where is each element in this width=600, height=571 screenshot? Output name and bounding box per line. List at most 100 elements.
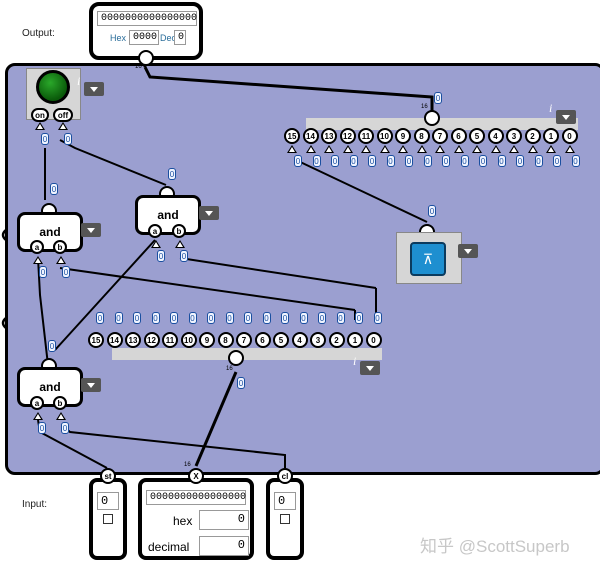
cl-value-field[interactable]: 0 bbox=[274, 492, 296, 510]
top-splitter-bit[interactable]: 14 bbox=[302, 128, 319, 144]
key-dropdown[interactable] bbox=[458, 244, 478, 258]
and-gate-2[interactable]: and bbox=[135, 195, 201, 235]
top-splitter-bit[interactable]: 9 bbox=[395, 128, 411, 144]
top-splitter-info-icon[interactable]: i bbox=[549, 101, 553, 115]
wire-value: 0 bbox=[571, 155, 580, 167]
output-hex-label: Hex bbox=[110, 33, 127, 43]
middle-splitter-bit[interactable]: 11 bbox=[162, 332, 178, 348]
middle-splitter-bit[interactable]: 2 bbox=[328, 332, 345, 348]
wire-value: 0 bbox=[442, 155, 450, 167]
middle-splitter-bit[interactable]: 15 bbox=[88, 332, 104, 348]
middle-splitter-bit[interactable]: 6 bbox=[254, 332, 271, 348]
top-splitter-dropdown[interactable] bbox=[556, 110, 576, 124]
middle-splitter-bar bbox=[112, 348, 382, 360]
and3-dropdown[interactable] bbox=[81, 378, 101, 392]
and1-input-b[interactable]: b bbox=[53, 240, 67, 254]
top-splitter-bit[interactable]: 10 bbox=[376, 128, 393, 144]
middle-splitter-dropdown[interactable] bbox=[360, 361, 380, 375]
x-hex-field[interactable]: 0 bbox=[199, 510, 249, 530]
and3-input-b[interactable]: b bbox=[53, 396, 67, 410]
middle-splitter-bit[interactable]: 8 bbox=[217, 332, 234, 348]
top-splitter-bit[interactable]: 5 bbox=[469, 128, 485, 144]
key-button[interactable]: ⊼ bbox=[410, 242, 446, 276]
top-splitter-port[interactable] bbox=[424, 110, 440, 126]
st-checkbox[interactable] bbox=[103, 514, 113, 524]
top-splitter-bit[interactable]: 7 bbox=[432, 128, 448, 144]
and-gate-1[interactable]: and bbox=[17, 212, 83, 252]
middle-splitter-bit[interactable]: 13 bbox=[125, 332, 141, 348]
top-splitter-bit[interactable]: 8 bbox=[413, 128, 430, 144]
middle-splitter-bit[interactable]: 14 bbox=[106, 332, 123, 348]
middle-splitter-bit[interactable]: 1 bbox=[347, 332, 363, 348]
led-indicator bbox=[36, 70, 70, 104]
pin-triangle bbox=[416, 145, 427, 153]
and-gate-3[interactable]: and bbox=[17, 367, 83, 407]
cl-checkbox[interactable] bbox=[280, 514, 290, 524]
pin-triangle bbox=[527, 145, 538, 153]
pin-triangle bbox=[324, 145, 334, 153]
and2-dropdown[interactable] bbox=[199, 206, 219, 220]
middle-splitter-bit[interactable]: 10 bbox=[180, 332, 197, 348]
wire-value: 0 bbox=[423, 155, 432, 167]
pin-triangle bbox=[546, 145, 556, 153]
wire-value: 0 bbox=[373, 312, 382, 324]
output-port[interactable] bbox=[138, 50, 154, 66]
and2-input-b[interactable]: b bbox=[172, 224, 186, 238]
led-dropdown[interactable] bbox=[84, 82, 104, 96]
middle-splitter-info-icon[interactable]: i bbox=[353, 354, 357, 368]
and2-info-icon[interactable]: i bbox=[193, 196, 197, 210]
and3-info-icon[interactable]: i bbox=[73, 370, 77, 384]
wire-value: 0 bbox=[281, 312, 289, 324]
middle-splitter-bit[interactable]: 12 bbox=[143, 332, 160, 348]
middle-splitter-bit[interactable]: 0 bbox=[365, 332, 382, 348]
middle-splitter-bit[interactable]: 7 bbox=[236, 332, 252, 348]
wire-value: 0 bbox=[38, 422, 46, 434]
and1-dropdown[interactable] bbox=[81, 223, 101, 237]
pin-triangle bbox=[453, 145, 464, 153]
st-port[interactable]: st bbox=[100, 468, 116, 484]
output-dec-field[interactable]: 0 bbox=[174, 30, 186, 45]
bus-width-label: 16 bbox=[226, 366, 233, 372]
top-splitter-bit[interactable]: 15 bbox=[284, 128, 300, 144]
st-input-box: 0 bbox=[89, 478, 127, 560]
top-splitter-bit[interactable]: 0 bbox=[561, 128, 578, 144]
pin-triangle bbox=[361, 145, 371, 153]
top-splitter-bit[interactable]: 3 bbox=[506, 128, 522, 144]
st-value-field[interactable]: 0 bbox=[97, 492, 119, 510]
pin-triangle bbox=[509, 145, 519, 153]
x-decimal-field[interactable]: 0 bbox=[199, 536, 249, 556]
top-splitter-bit[interactable]: 1 bbox=[543, 128, 559, 144]
top-splitter-bit[interactable]: 11 bbox=[358, 128, 374, 144]
cl-port[interactable]: cl bbox=[277, 468, 293, 484]
wire-value: 0 bbox=[497, 155, 506, 167]
pin-triangle bbox=[398, 145, 408, 153]
middle-splitter-bit[interactable]: 5 bbox=[273, 332, 289, 348]
middle-splitter-bit[interactable]: 3 bbox=[310, 332, 326, 348]
x-bits-field[interactable]: 0000000000000000 bbox=[146, 490, 246, 505]
led-info-icon[interactable]: i bbox=[77, 74, 81, 88]
top-splitter-bit[interactable]: 13 bbox=[321, 128, 337, 144]
top-splitter-bit[interactable]: 12 bbox=[339, 128, 356, 144]
wire-value: 0 bbox=[368, 155, 376, 167]
top-splitter-bit[interactable]: 6 bbox=[450, 128, 467, 144]
and1-info-icon[interactable]: i bbox=[73, 212, 77, 226]
and3-input-a[interactable]: a bbox=[30, 396, 44, 410]
x-port[interactable]: X bbox=[188, 468, 204, 484]
and1-input-a[interactable]: a bbox=[30, 240, 44, 254]
middle-splitter-bit[interactable]: 9 bbox=[199, 332, 215, 348]
top-splitter-bit[interactable]: 4 bbox=[487, 128, 504, 144]
wire-value: 0 bbox=[237, 377, 245, 389]
pin-triangle bbox=[379, 145, 390, 153]
led-on-pin[interactable]: on bbox=[31, 108, 49, 122]
led-off-pin[interactable]: off bbox=[53, 108, 73, 122]
middle-splitter-port[interactable] bbox=[228, 350, 244, 366]
and2-input-a[interactable]: a bbox=[148, 224, 162, 238]
middle-splitter-bit[interactable]: 4 bbox=[291, 332, 308, 348]
wire-value: 0 bbox=[386, 155, 395, 167]
output-hex-field[interactable]: 0000 bbox=[129, 30, 159, 45]
wire-and2a bbox=[54, 239, 156, 351]
top-splitter-bit[interactable]: 2 bbox=[524, 128, 541, 144]
